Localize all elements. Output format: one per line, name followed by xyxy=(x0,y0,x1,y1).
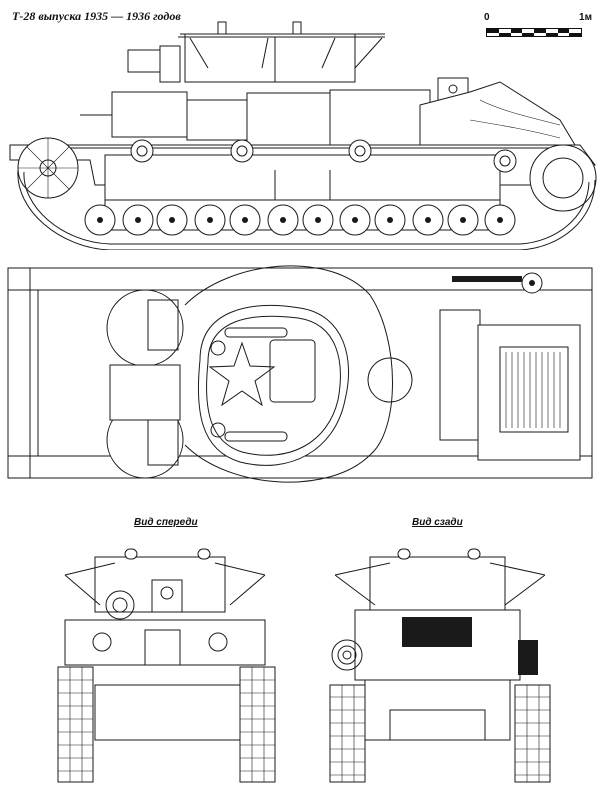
front-right-track xyxy=(239,666,276,783)
rear-view-caption: Вид сзади xyxy=(412,517,463,528)
rear-view-drawing xyxy=(329,548,551,783)
radiator-grille xyxy=(505,352,561,428)
top-view-drawing xyxy=(7,265,593,483)
rear-right-track xyxy=(514,684,551,783)
scale-end-label: 1м xyxy=(579,12,592,23)
front-view-drawing xyxy=(57,548,276,783)
scale-bar-graphic xyxy=(486,28,582,37)
scale-start-label: 0 xyxy=(484,12,490,23)
front-left-track xyxy=(57,666,94,783)
front-view-caption: Вид спереди xyxy=(134,517,198,528)
rear-left-track xyxy=(329,684,366,783)
side-view-drawing xyxy=(9,21,597,250)
road-wheels xyxy=(84,204,516,236)
scale-bar: 0 1м xyxy=(484,12,592,42)
drawing-title: Т-28 выпуска 1935 — 1936 годов xyxy=(12,9,181,23)
